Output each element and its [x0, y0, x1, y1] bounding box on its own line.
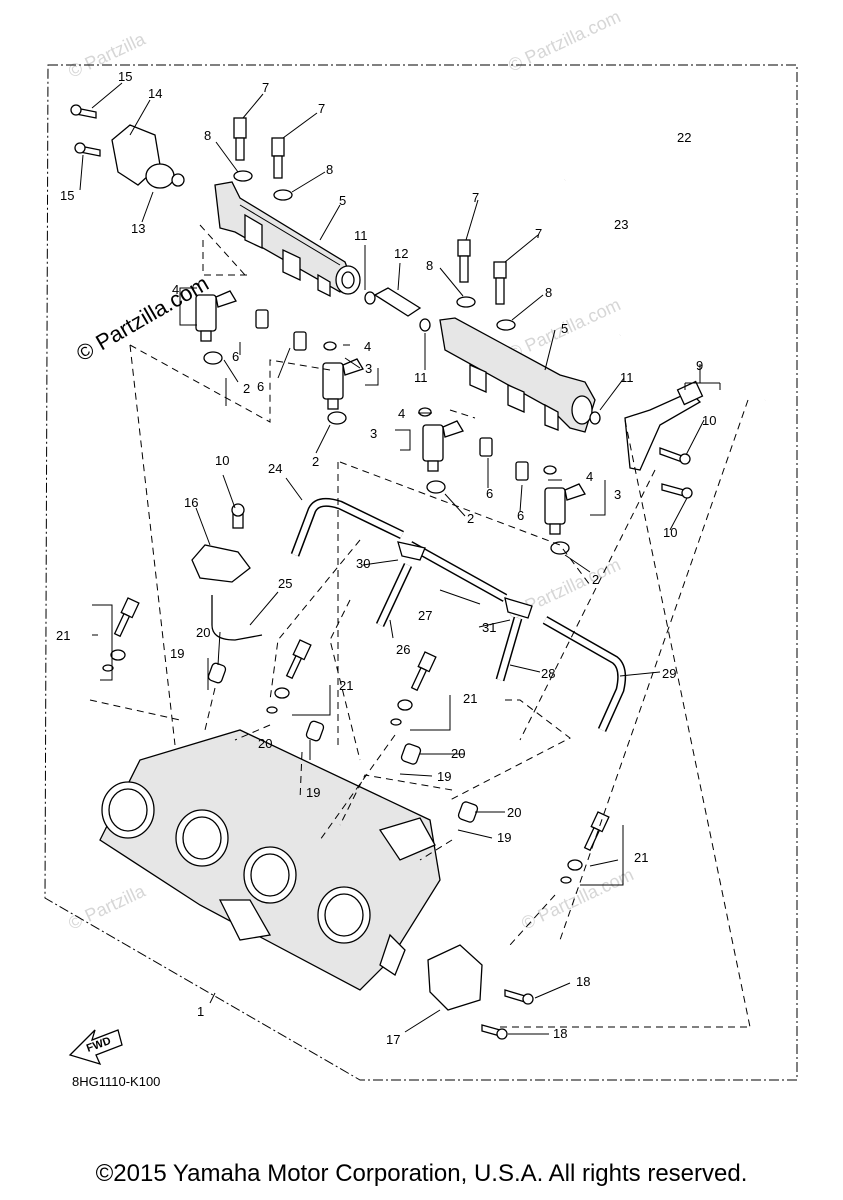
fuel-hose-joint [231, 380, 704, 529]
callout-3: 3 [365, 361, 372, 376]
callout-28: 28 [541, 666, 555, 681]
callout-23: 23 [614, 217, 628, 232]
callout-2: 2 [312, 454, 319, 469]
callout-5: 5 [561, 321, 568, 336]
callout-1: 1 [197, 1004, 204, 1019]
callout-2: 2 [592, 572, 599, 587]
watermark: © Partzilla [65, 28, 149, 81]
callout-2: 2 [467, 511, 474, 526]
callout-21: 21 [339, 678, 353, 693]
callout-29: 29 [662, 666, 676, 681]
callout-22: 22 [677, 130, 691, 145]
watermark: © Partzilla.com [518, 864, 636, 933]
callout-6: 6 [517, 508, 524, 523]
callout-20: 20 [196, 625, 210, 640]
callout-27: 27 [418, 608, 432, 623]
callout-21: 21 [634, 850, 648, 865]
callout-11: 11 [414, 370, 428, 385]
callout-8: 8 [326, 162, 333, 177]
sensor [191, 544, 263, 641]
copyright-notice: ©2015 Yamaha Motor Corporation, U.S.A. A… [95, 1160, 748, 1187]
callout-11: 11 [620, 370, 634, 385]
callout-18: 18 [553, 1026, 567, 1041]
fuel-pipe-joint [364, 287, 431, 332]
callout-21: 21 [463, 691, 477, 706]
callout-10: 10 [702, 413, 716, 428]
callout-31: 31 [482, 620, 496, 635]
callout-20: 20 [258, 736, 272, 751]
callout-10: 10 [215, 453, 229, 468]
callout-7: 7 [535, 226, 542, 241]
callout-17: 17 [386, 1032, 400, 1047]
callout-5: 5 [339, 193, 346, 208]
callout-3: 3 [614, 487, 621, 502]
callout-6: 6 [232, 349, 239, 364]
seals [203, 309, 601, 555]
diagram-border [44, 64, 798, 1081]
fuel-rail-right [439, 317, 596, 433]
callout-4: 4 [586, 469, 593, 484]
injectors [195, 290, 586, 535]
callout-8: 8 [204, 128, 211, 143]
callout-19: 19 [437, 769, 451, 784]
callout-20: 20 [507, 805, 521, 820]
callout-7: 7 [318, 101, 325, 116]
bolts [70, 104, 516, 331]
throttle-position-sensor [427, 944, 534, 1040]
callout-14: 14 [148, 86, 162, 101]
callout-21: 21 [56, 628, 70, 643]
throttle-body-assembly [99, 729, 441, 991]
callout-12: 12 [394, 246, 408, 261]
callout-4: 4 [364, 339, 371, 354]
callout-20: 20 [451, 746, 465, 761]
callout-15: 15 [118, 69, 132, 84]
pilot-screws [102, 597, 610, 884]
callout-15: 15 [60, 188, 74, 203]
callout-4: 4 [172, 282, 179, 297]
vacuum-hoses [290, 497, 627, 732]
callout-7: 7 [472, 190, 479, 205]
callout-6: 6 [257, 379, 264, 394]
callouts: 15 14 15 13 7 7 8 8 5 11 12 7 7 8 8 5 11… [56, 69, 716, 1047]
callout-25: 25 [278, 576, 292, 591]
callout-10: 10 [663, 525, 677, 540]
callout-3: 3 [370, 426, 377, 441]
diagram-code: 8HG1110-K100 [72, 1074, 161, 1089]
fwd-arrow: FWD [68, 1029, 123, 1066]
callout-19: 19 [170, 646, 184, 661]
callout-11: 11 [354, 228, 368, 243]
callout-18: 18 [576, 974, 590, 989]
hoses-top-right [561, 140, 775, 402]
callout-7: 7 [262, 80, 269, 95]
callout-4: 4 [398, 406, 405, 421]
callout-30: 30 [356, 556, 370, 571]
leader-lines [79, 82, 751, 1035]
callout-2: 2 [243, 381, 250, 396]
callout-16: 16 [184, 495, 198, 510]
watermark: © Partzilla [65, 880, 149, 933]
callout-8: 8 [426, 258, 433, 273]
callout-13: 13 [131, 221, 145, 236]
caps [207, 662, 479, 823]
callout-9: 9 [696, 358, 703, 373]
callout-26: 26 [396, 642, 410, 657]
fuel-rail-left [214, 181, 361, 298]
callout-6: 6 [486, 486, 493, 501]
callout-19: 19 [306, 785, 320, 800]
callout-24: 24 [268, 461, 282, 476]
callout-8: 8 [545, 285, 552, 300]
pressure-regulator [111, 124, 185, 189]
callout-19: 19 [497, 830, 511, 845]
